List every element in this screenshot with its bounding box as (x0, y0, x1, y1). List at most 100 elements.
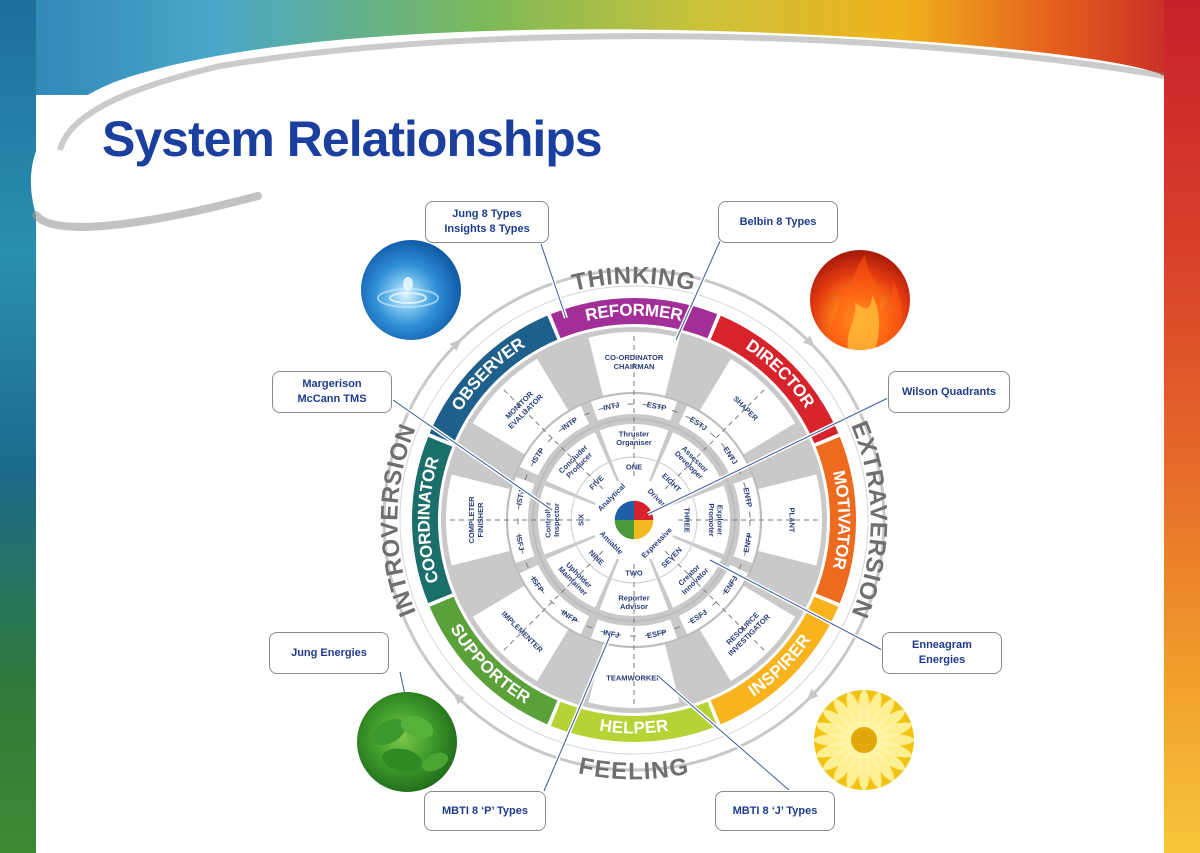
tms-label-text: Promoter (707, 503, 716, 536)
enneagram-label: THREE (682, 507, 691, 532)
callout-wilson: Wilson Quadrants (888, 371, 1010, 413)
right-colour-band (1164, 0, 1200, 853)
leader-line (539, 240, 567, 319)
mbti-label-text: ISTJ (514, 489, 526, 506)
enneagram-label-text: SIX (577, 514, 586, 526)
dashed-circle (517, 403, 751, 637)
belbin-label: PLANT (787, 508, 796, 533)
mbti-band-wedge (508, 476, 535, 564)
callout-mbti-j: MBTI 8 ‘J’ Types (715, 791, 835, 831)
inner-wedge (546, 432, 624, 510)
segment-helper (550, 701, 718, 742)
axis-label-bottom-path: FEELING (577, 753, 691, 786)
callout-line: MBTI 8 ‘J’ Types (732, 804, 818, 817)
mbti-label-text: ENTP (741, 487, 754, 508)
mbti-band-wedge (733, 476, 760, 564)
enneagram-label-text: TWO (625, 569, 643, 578)
belbin-wedge (699, 585, 796, 682)
wilson-outline (613, 499, 655, 541)
callout-line: Energies (918, 654, 966, 666)
tms-label-text: Controller (543, 502, 552, 538)
callout-line: Insights 8 Types (444, 223, 530, 235)
flower-petal (863, 692, 882, 735)
enneagram-label: SIX (577, 514, 586, 526)
enneagram-label: TWO (625, 569, 643, 578)
water-drop-icon (377, 277, 439, 308)
fire-photo (810, 250, 910, 350)
mbti-label-text: ISFJ (514, 534, 526, 551)
tms-label-text: Organiser (616, 438, 652, 447)
wilson-quadrant-expressive (634, 520, 654, 540)
left-colour-band (0, 0, 36, 853)
inner-wedge (599, 424, 669, 496)
belbin-wedge (699, 358, 796, 455)
mbti-band-wedge (678, 405, 749, 476)
page-title: System Relationships (102, 111, 603, 167)
mbti-label: ISFJ (514, 534, 526, 551)
mbti-label-text: INFJ (602, 628, 620, 640)
wilson-quadrant-analytical (614, 500, 634, 520)
green-leaves-photo (357, 692, 457, 792)
guide-arrow-icon (452, 692, 466, 705)
flower-petal (866, 699, 895, 736)
mbti-band-wedge (519, 405, 590, 476)
segment-reformer (550, 298, 718, 339)
flower-centre (851, 727, 877, 753)
segment-motivator (815, 436, 856, 604)
inner-wedge (644, 530, 722, 608)
callout-line: McCann TMS (297, 393, 367, 405)
leaf-icon (372, 715, 449, 772)
flame-icon (829, 255, 903, 350)
mbti-label-text: INTJ (603, 400, 621, 412)
mbti-band-wedge (590, 619, 678, 646)
callout-enneagram: Enneagram Energies (882, 632, 1002, 674)
callout-line: Wilson Quadrants (901, 385, 997, 398)
callout-margerison: Margerison McCann TMS (272, 371, 392, 413)
water-drop-photo (361, 240, 461, 340)
belbin-label: TEAMWORKER (606, 674, 662, 683)
segment-label-helper: HELPER (598, 716, 669, 738)
flower-petal (846, 745, 865, 788)
flower-petal (816, 722, 859, 741)
belbin-label-text: FINISHER (476, 502, 485, 538)
belbin-label-text: CO-ORDINATOR (605, 353, 664, 362)
callout-jung-energies: Jung Energies (269, 632, 389, 674)
leader-line (675, 240, 721, 341)
mbti-label: ENTP (741, 487, 754, 508)
belbin-wedge (472, 358, 569, 455)
leader-line (543, 635, 611, 792)
mbti-label: ESFP (646, 628, 667, 641)
enneagram-label: ONE (626, 463, 642, 472)
callout-belbin: Belbin 8 Types (718, 201, 838, 243)
segment-label-textpath: HELPER (598, 716, 669, 738)
callout-mbti-p: MBTI 8 ‘P’ Types (424, 791, 546, 831)
flower-petal (833, 744, 862, 781)
flower-petal (846, 692, 865, 735)
belbin-label-text: COMPLETER (467, 496, 476, 544)
enneagram-label-text: ONE (626, 463, 642, 472)
tms-label-text: Advisor (620, 602, 648, 611)
enneagram-label-text: THREE (682, 507, 691, 532)
outer-guide-ring (382, 268, 886, 772)
wilson-quadrant-amiable (614, 520, 634, 540)
flower-petal (823, 709, 860, 738)
callout-line: Belbin 8 Types (739, 215, 817, 228)
mbti-band-wedge (519, 564, 590, 635)
tms-label-text: Explorer (716, 505, 725, 536)
inner-wedge (538, 485, 610, 555)
segment-inspirer (710, 596, 839, 725)
callout-line: MBTI 8 ‘P’ Types (442, 804, 528, 817)
leader-line (389, 397, 553, 511)
segment-coordinator (412, 436, 453, 604)
yellow-flower-photo (814, 690, 914, 790)
callout-line: Jung 8 Types (452, 208, 522, 220)
belbin-label-text: PLANT (787, 508, 796, 533)
axis-label-bottom: FEELING (577, 753, 692, 786)
leader-line (657, 675, 791, 792)
